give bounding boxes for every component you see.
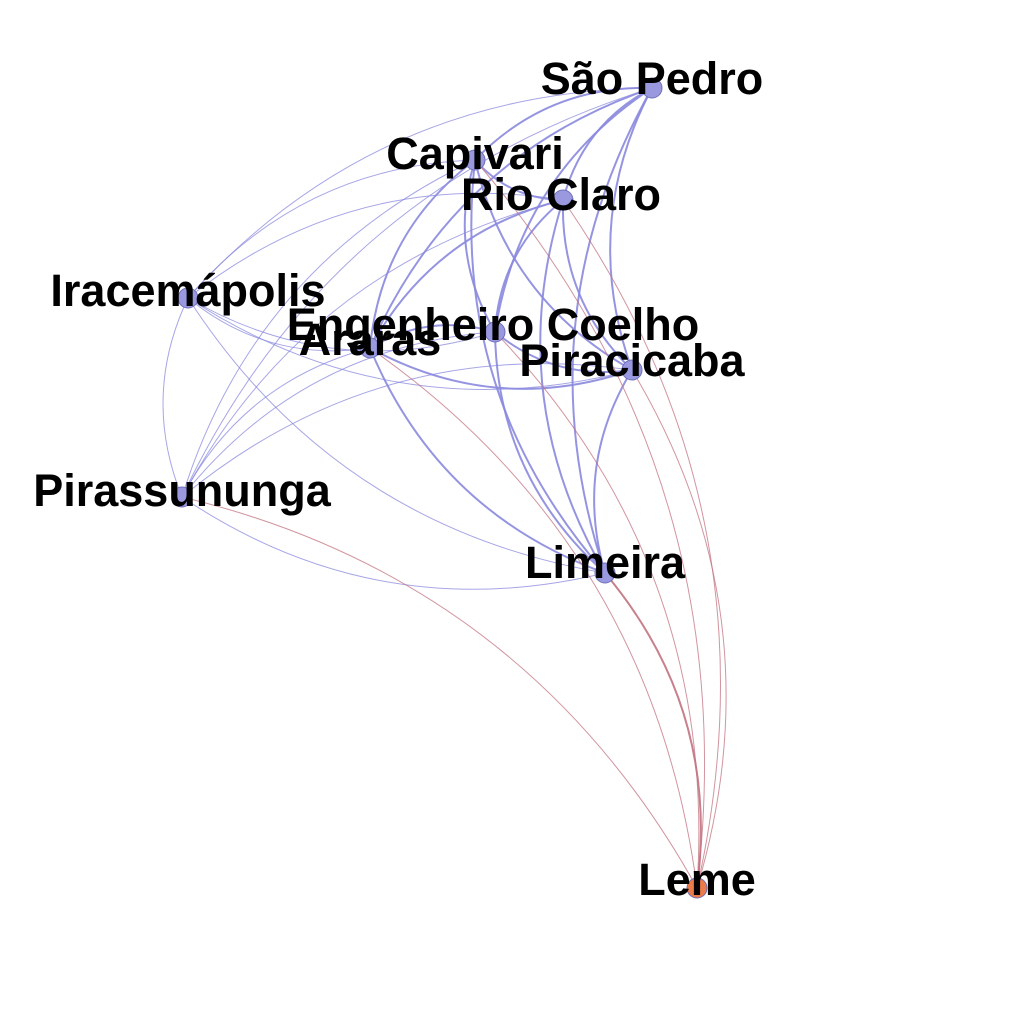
node-label-araras: Araras (299, 314, 442, 365)
edge-capivari-pirassununga (181, 159, 476, 498)
edge-rio-claro-araras (369, 199, 564, 349)
node-piracicaba[interactable] (621, 359, 643, 381)
edge-araras-piracicaba (369, 347, 633, 390)
edge-sao-pedro-pirassununga (181, 87, 653, 498)
edge-pirassununga-limeira (181, 496, 606, 590)
node-label-iracemapolis: Iracemápolis (50, 265, 325, 316)
node-limeira[interactable] (594, 562, 616, 584)
edge-capivari-limeira (470, 159, 606, 574)
edge-capivari-engenheiro-coelho (463, 159, 496, 333)
node-leme[interactable] (686, 877, 708, 899)
node-araras[interactable] (359, 337, 381, 359)
edge-capivari-piracicaba (474, 159, 633, 371)
edge-leme-pirassununga (181, 496, 698, 889)
node-label-limeira: Limeira (525, 537, 686, 588)
node-label-leme: Leme (638, 854, 756, 905)
edge-leme-engenheiro-coelho (494, 331, 700, 889)
node-label-rio-claro: Rio Claro (461, 169, 661, 220)
node-capivari[interactable] (464, 149, 486, 171)
nodes-layer (171, 77, 708, 899)
edge-iracemapolis-pirassununga (162, 297, 189, 498)
node-label-engenheiro-coelho: Engenheiro Coelho (287, 299, 700, 350)
node-rio-claro[interactable] (552, 189, 574, 211)
edge-capivari-rio-claro (474, 159, 564, 201)
edge-leme-rio-claro (562, 199, 721, 889)
edge-iracemapolis-araras (187, 297, 371, 352)
edge-iracemapolis-limeira (187, 297, 606, 574)
edges-layer (162, 86, 727, 889)
edge-engenheiro-coelho-araras (369, 324, 496, 349)
node-pirassununga[interactable] (171, 486, 193, 508)
edge-engenheiro-coelho-limeira (494, 331, 606, 574)
edge-leme-piracicaba (631, 369, 727, 889)
edge-capivari-araras (369, 159, 476, 349)
edge-sao-pedro-limeira (571, 87, 653, 574)
edge-capivari-iracemapolis (187, 159, 476, 299)
node-sao-pedro[interactable] (641, 77, 663, 99)
edge-iracemapolis-engenheiro-coelho (187, 297, 496, 352)
edge-engenheiro-coelho-pirassununga (181, 331, 496, 498)
edge-iracemapolis-piracicaba (187, 297, 633, 390)
edge-engenheiro-coelho-piracicaba (494, 331, 633, 374)
node-label-sao-pedro: São Pedro (541, 53, 764, 104)
edge-piracicaba-limeira (593, 369, 633, 574)
edge-rio-claro-pirassununga (181, 199, 564, 498)
edge-sao-pedro-iracemapolis (187, 87, 653, 299)
edge-piracicaba-pirassununga (181, 363, 633, 498)
edge-rio-claro-piracicaba (561, 199, 633, 371)
edge-leme-limeira (604, 572, 702, 889)
edge-sao-pedro-engenheiro-coelho (494, 87, 653, 333)
edge-sao-pedro-piracicaba (609, 87, 653, 371)
edge-araras-pirassununga (181, 347, 371, 498)
node-label-pirassununga: Pirassununga (33, 465, 332, 516)
edge-rio-claro-limeira (539, 199, 606, 574)
node-iracemapolis[interactable] (177, 287, 199, 309)
edge-leme-araras (369, 347, 698, 889)
node-engenheiro-coelho[interactable] (484, 321, 506, 343)
node-label-capivari: Capivari (386, 128, 564, 179)
edge-rio-claro-iracemapolis (187, 192, 564, 299)
edge-leme-capivari (474, 159, 705, 889)
edge-araras-limeira (369, 347, 606, 574)
edge-rio-claro-engenheiro-coelho (494, 199, 564, 333)
node-label-piracicaba: Piracicaba (519, 335, 745, 386)
